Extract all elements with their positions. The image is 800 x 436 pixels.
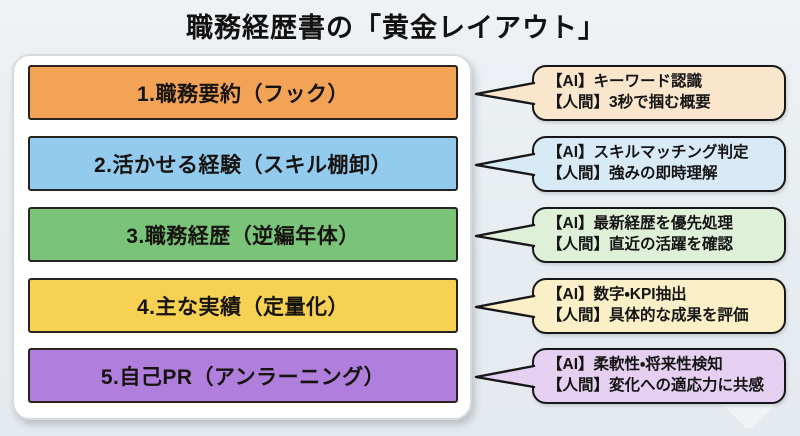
section-bar-skills: 2.活かせる経験（スキル棚卸） <box>28 136 458 191</box>
callout-ai-line: 【AI】柔軟性・将来性検知 <box>547 356 723 374</box>
section-bar-summary: 1.職務要約（フック） <box>28 65 458 120</box>
layout-row-5: 5.自己PR（アンラーニング） 【AI】柔軟性・将来性検知 【人間】変化への適応… <box>0 348 800 404</box>
page-title: 職務経歴書の「黄金レイアウト」 <box>186 13 606 43</box>
section-bar-self-pr: 5.自己PR（アンラーニング） <box>28 348 458 403</box>
callout-human-line: 【人間】強みの即時理解 <box>547 165 718 182</box>
callout-human-line: 【人間】直近の活躍を確認 <box>547 236 734 253</box>
section-bar-history: 3.職務経歴（逆編年体） <box>28 207 458 262</box>
callout-ai-line: 【AI】数字・KPI抽出 <box>547 286 687 304</box>
callout-human-line: 【人間】具体的な成果を評価 <box>547 307 749 324</box>
callout-achievements: 【AI】数字・KPI抽出 【人間】具体的な成果を評価 <box>532 278 786 334</box>
callout-human-line: 【人間】変化への適応力に共感 <box>547 377 765 394</box>
callout-tail <box>474 223 536 248</box>
callout-tail <box>474 364 536 389</box>
callout-skills: 【AI】スキルマッチング判定 【人間】強みの即時理解 <box>532 136 786 192</box>
layout-row-1: 1.職務要約（フック） 【AI】キーワード認識 【人間】3秒で掴む概要 <box>0 65 800 121</box>
callout-ai-line: 【AI】キーワード認識 <box>547 73 703 91</box>
callout-human-line: 【人間】3秒で掴む概要 <box>547 94 711 111</box>
callout-self-pr: 【AI】柔軟性・将来性検知 【人間】変化への適応力に共感 <box>532 348 786 404</box>
callout-tail <box>474 81 536 106</box>
callout-ai-line: 【AI】最新経歴を優先処理 <box>547 215 734 233</box>
layout-row-4: 4.主な実績（定量化） 【AI】数字・KPI抽出 【人間】具体的な成果を評価 <box>0 278 800 334</box>
callout-tail <box>474 152 536 177</box>
section-bar-achievements: 4.主な実績（定量化） <box>28 278 458 333</box>
callout-ai-line: 【AI】スキルマッチング判定 <box>547 144 749 162</box>
layout-row-3: 3.職務経歴（逆編年体） 【AI】最新経歴を優先処理 【人間】直近の活躍を確認 <box>0 207 800 263</box>
callout-summary: 【AI】キーワード認識 【人間】3秒で掴む概要 <box>532 65 786 121</box>
callout-history: 【AI】最新経歴を優先処理 【人間】直近の活躍を確認 <box>532 207 786 263</box>
callout-tail <box>474 294 536 319</box>
layout-row-2: 2.活かせる経験（スキル棚卸） 【AI】スキルマッチング判定 【人間】強みの即時… <box>0 136 800 192</box>
